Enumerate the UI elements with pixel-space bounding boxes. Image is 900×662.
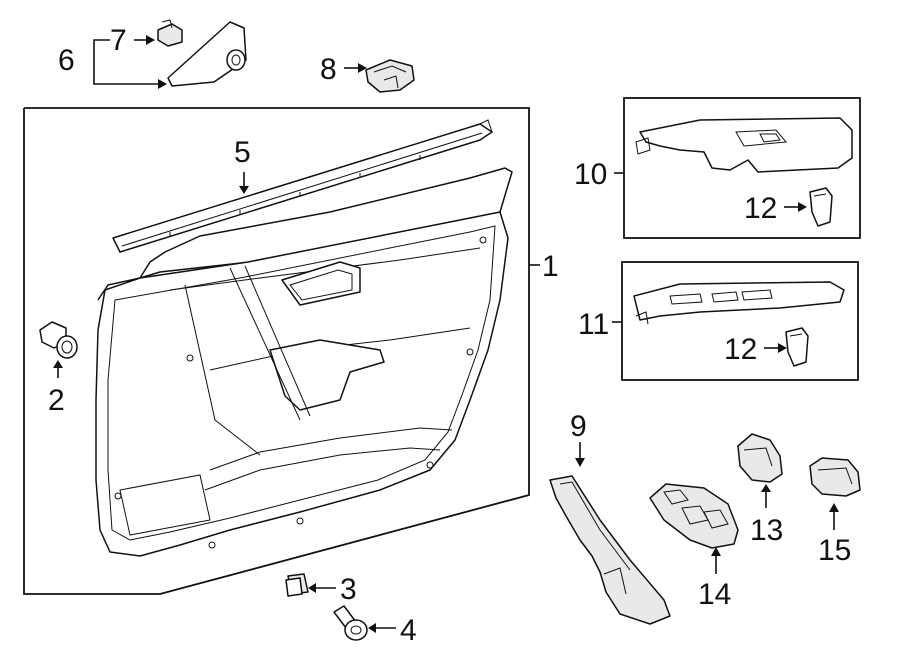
switch-bezel-upper-part: [635, 117, 853, 173]
callout-13-arrow: [761, 484, 771, 492]
callout-1: 1: [542, 250, 559, 283]
callout-7-arrow: [146, 35, 155, 45]
mirror-cover-part-6: [167, 21, 247, 87]
callout-6-bracket: [93, 39, 160, 85]
bezel-clip-lower-part: [785, 327, 809, 367]
weatherstrip-part: [112, 119, 493, 253]
callout-6-arrow: [158, 79, 167, 89]
bracket-part-8: [365, 59, 415, 93]
clip-part-7: [157, 19, 183, 47]
callout-12a: 12: [744, 192, 777, 225]
mirror-switch-part-15: [809, 457, 861, 497]
callout-5-arrow: [239, 186, 249, 194]
bezel-clip-upper-part: [809, 187, 833, 227]
lock-switch-part-13: [737, 433, 783, 483]
callout-5: 5: [234, 136, 251, 169]
callout-9: 9: [570, 410, 587, 443]
switch-bezel-lower-box: [621, 261, 859, 381]
callout-7: 7: [110, 24, 127, 57]
callout-3-arrow: [308, 583, 316, 593]
callout-15-arrow: [829, 503, 839, 512]
door-trim-part: [95, 167, 513, 557]
switch-bezel-lower-part: [633, 281, 845, 325]
callout-13: 13: [750, 514, 783, 547]
callout-4-arrow: [368, 623, 376, 633]
callout-9-arrow: [575, 458, 585, 467]
callout-12b: 12: [724, 333, 757, 366]
window-switch-part-14: [649, 483, 739, 549]
retainer-part-3: [285, 573, 309, 597]
door-panel-frame: [23, 107, 530, 595]
door-panel-group: [23, 107, 540, 595]
callout-14-arrow: [711, 547, 721, 556]
callout-10: 10: [574, 158, 607, 191]
clip-part-2: [39, 321, 78, 359]
trim-garnish-part-9: [549, 475, 671, 625]
callout-11: 11: [578, 308, 609, 341]
callout-8-arrow: [358, 63, 367, 73]
callout-12b-arrow: [778, 343, 787, 353]
switch-bezel-upper-box: [623, 97, 861, 239]
callout-2: 2: [48, 384, 65, 417]
callout-3: 3: [340, 573, 357, 606]
screw-part-4: [333, 605, 368, 641]
callout-8: 8: [320, 53, 337, 86]
callout-14: 14: [698, 578, 731, 611]
callout-4: 4: [400, 614, 417, 647]
callout-15: 15: [818, 534, 851, 567]
callout-12a-arrow: [798, 202, 807, 212]
callout-6: 6: [58, 44, 75, 77]
callout-2-arrow: [53, 360, 63, 368]
